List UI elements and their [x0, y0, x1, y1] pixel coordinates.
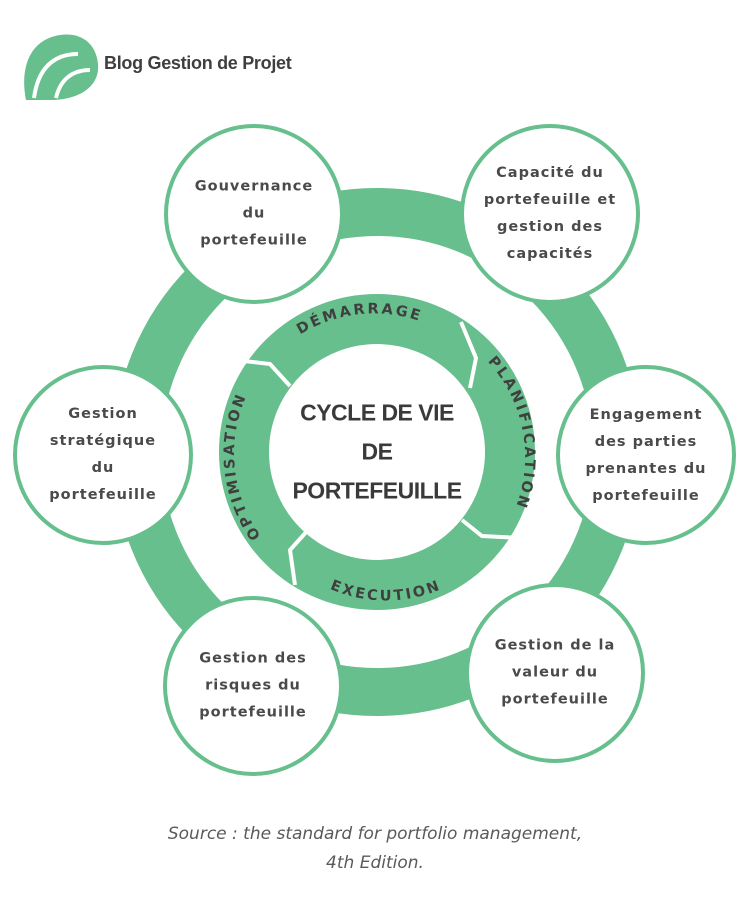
node-label-valeur: Gestion de la valeur du portefeuille: [494, 637, 616, 708]
leaf-logo-icon: [24, 34, 99, 100]
node-circle-capacite: [460, 124, 640, 304]
arrow-divider-3: [287, 528, 310, 586]
node-circle-gouvernance: [164, 124, 344, 304]
center-circle: [272, 347, 482, 557]
arrow-divider-4: [234, 358, 292, 388]
inner-ring: [219, 294, 535, 610]
node-label-engagement: Engagement des parties prenantes du port…: [585, 407, 707, 504]
center-title: CYCLE DE VIE DE PORTEFEUILLE: [292, 399, 462, 504]
node-label-strategique: Gestion stratégique du portefeuille: [49, 406, 157, 503]
node-circle-valeur: [465, 583, 645, 763]
node-label-risques: Gestion des risques du portefeuille: [199, 650, 307, 721]
node-circle-strategique: [13, 365, 193, 545]
arrow-divider-1: [459, 321, 479, 389]
brand-name: Blog Gestion de Projet: [104, 53, 292, 73]
node-circle-risques: [163, 596, 343, 776]
lifecycle-ring: [219, 294, 535, 610]
node-circle-engagement: [556, 365, 736, 545]
node-label-capacite: Capacité du portefeuille et gestion des …: [483, 165, 617, 262]
node-label-gouvernance: Gouvernance du portefeuille: [194, 178, 314, 249]
arrow-divider-2: [460, 518, 521, 540]
source-caption: Source : the standard for portfolio mana…: [167, 824, 583, 873]
